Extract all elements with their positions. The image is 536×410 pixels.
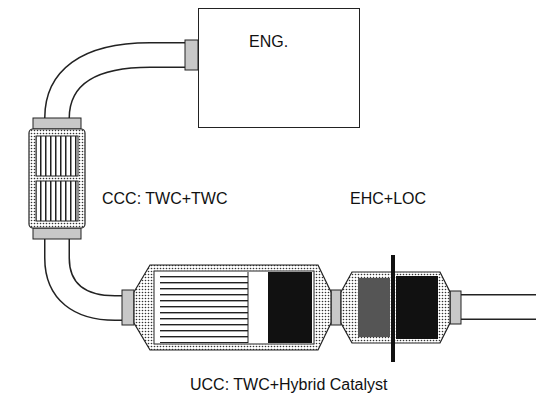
converter-label: UCC: TWC+Hybrid Catalyst (188, 376, 390, 394)
engine-box: ENG. (198, 8, 360, 128)
converter-label: CCC: TWC+TWC (100, 190, 229, 208)
close-coupled-catalyst (29, 129, 85, 228)
node-label: ENG. (249, 33, 359, 51)
electrically-heated-catalyst (341, 255, 450, 362)
underfloor-catalyst (134, 265, 331, 350)
converter-label: EHC+LOC (348, 190, 428, 208)
